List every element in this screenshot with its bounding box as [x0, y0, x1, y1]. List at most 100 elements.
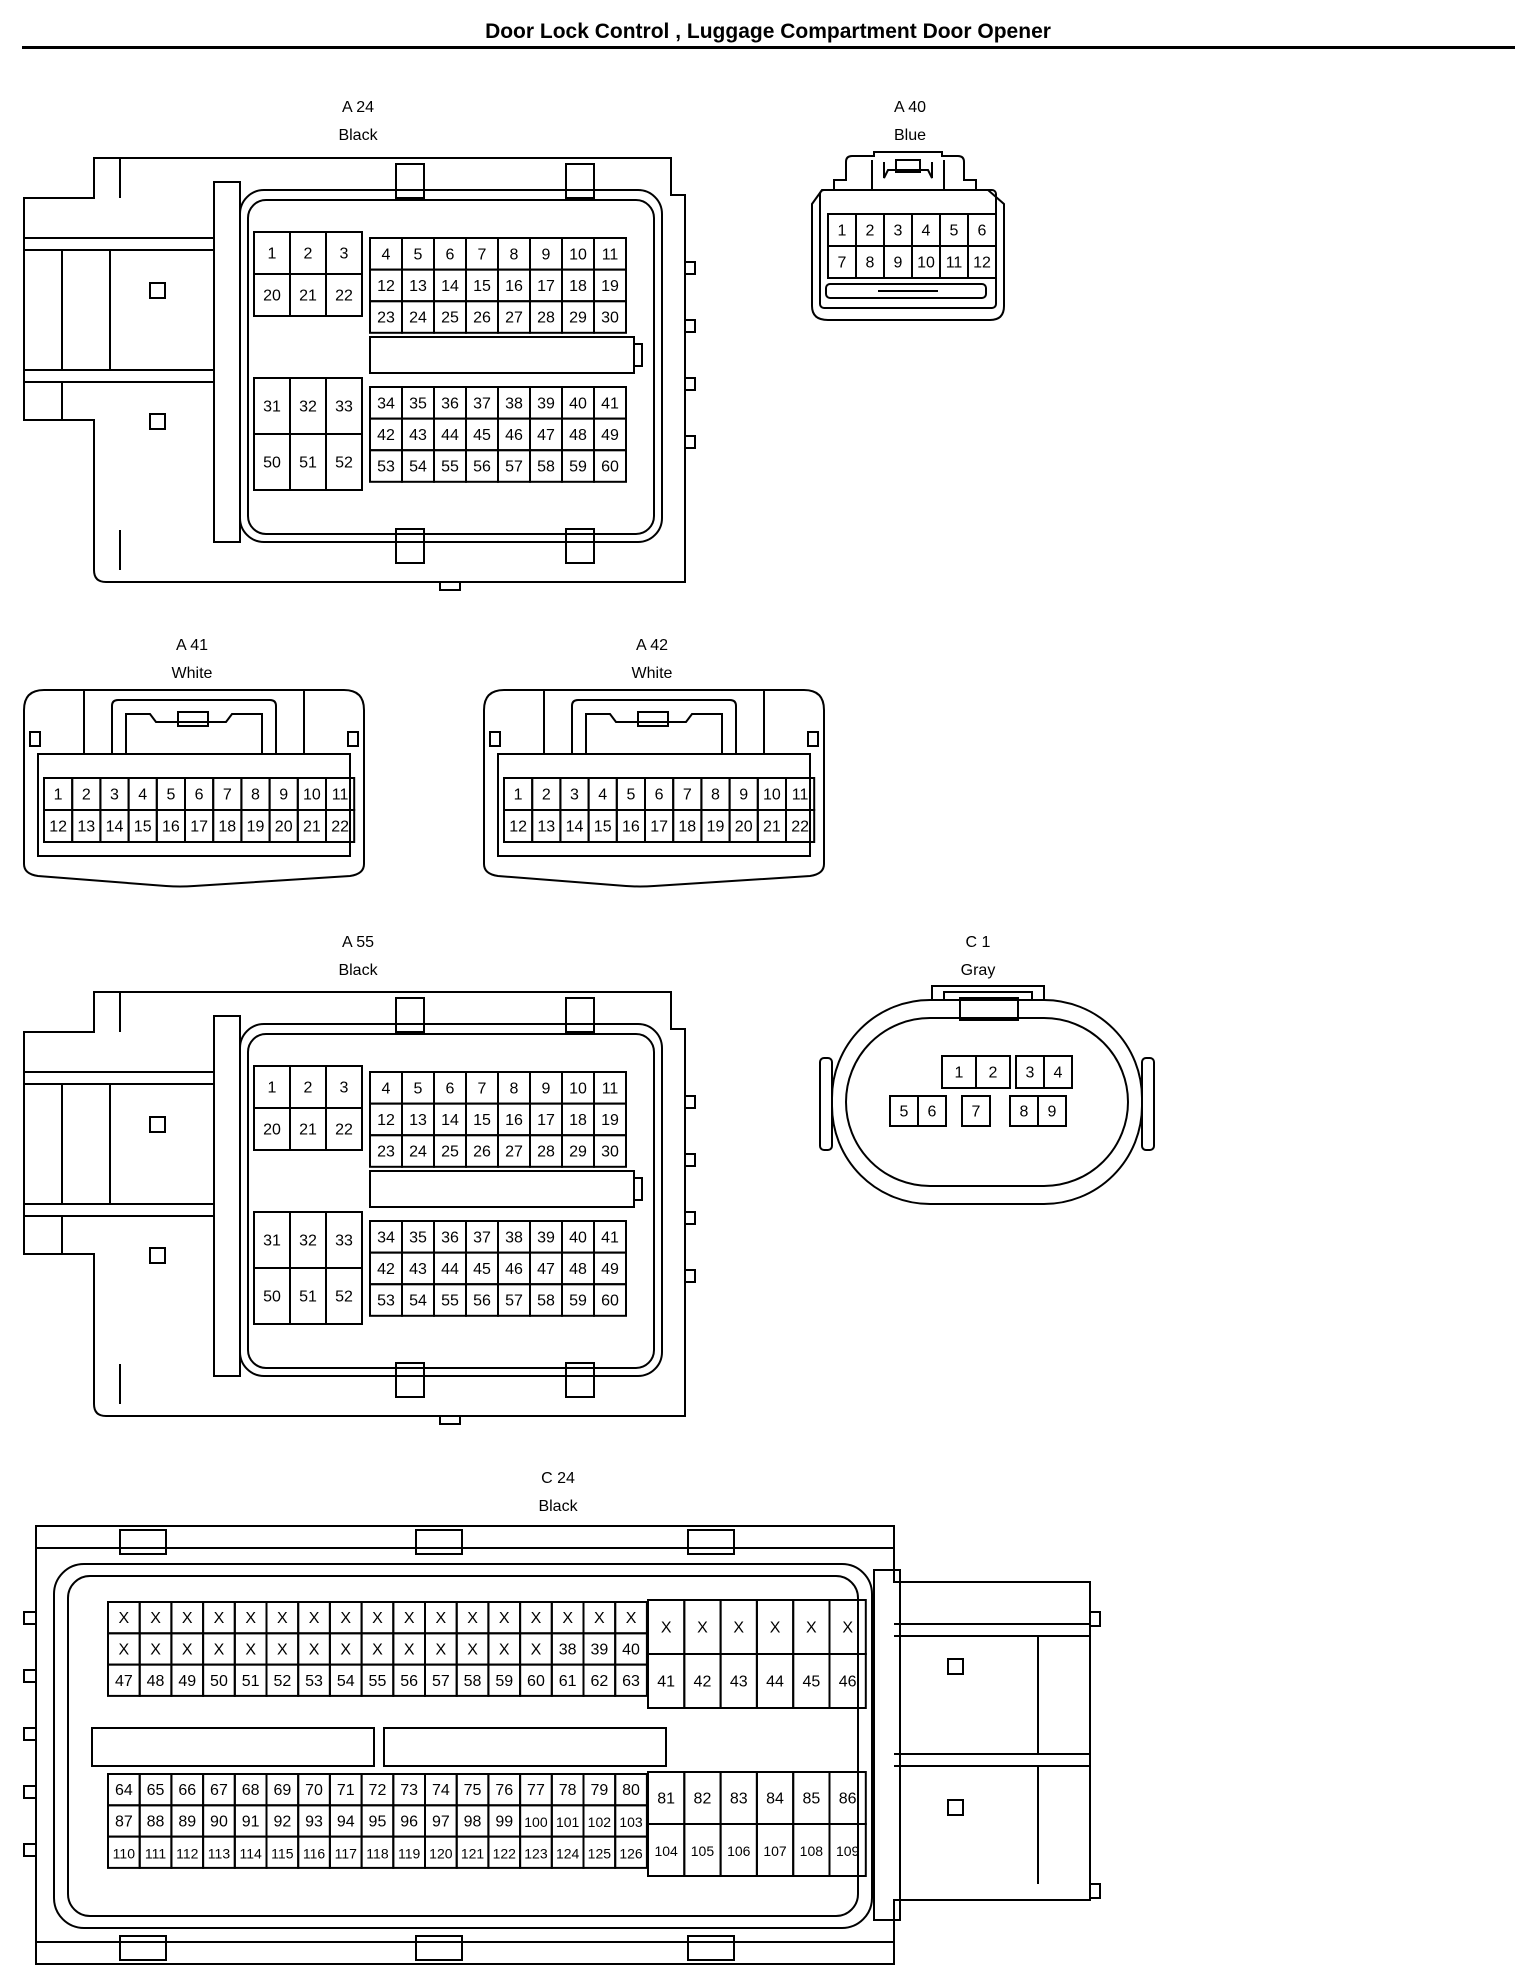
pin-cell: 3 [99, 777, 130, 811]
pin-cell: 112 [170, 1835, 205, 1869]
pin-cell: 56 [392, 1663, 426, 1697]
pin-label: 29 [569, 1144, 587, 1161]
pin-label: 42 [377, 427, 395, 444]
pin-label: 41 [601, 1229, 619, 1246]
pin-label: 53 [377, 1293, 395, 1310]
pin-label: 84 [766, 1791, 784, 1808]
connector-shell [23, 689, 365, 888]
pin-label: 25 [441, 310, 459, 327]
pin-cell: 55 [433, 449, 467, 483]
pin-label: 48 [569, 1261, 587, 1278]
pin-cell: 8 [855, 245, 885, 279]
pin-label: 47 [537, 1261, 555, 1278]
pin-cell: 92 [265, 1804, 300, 1838]
pin-cell: 110 [107, 1835, 141, 1869]
pin-cell: 8 [497, 1071, 531, 1105]
pin-cell: X [138, 1601, 173, 1635]
pin-cell: 21 [289, 273, 327, 317]
pin-label: 13 [409, 278, 427, 295]
pin-label: 43 [730, 1674, 748, 1691]
bottom-nub [439, 581, 461, 591]
pin-cell: X [360, 1601, 395, 1635]
pin-cell: 116 [297, 1835, 331, 1869]
pin-cell: 59 [561, 449, 595, 483]
pin-cell: 76 [487, 1773, 522, 1807]
pin-label: 5 [900, 1104, 909, 1121]
pin-box [593, 1134, 627, 1168]
pin-cell: 2 [289, 231, 327, 275]
pin-label: 19 [601, 278, 619, 295]
pin-label: 18 [569, 278, 587, 295]
pin-cell: 15 [465, 1102, 499, 1137]
pin-cell: 118 [360, 1835, 395, 1869]
pin-cell: 54 [401, 1283, 435, 1317]
pin-label: 3 [1026, 1065, 1035, 1082]
bottom-nub [439, 1415, 461, 1425]
pin-cell: 8 [497, 237, 531, 271]
pin-label: 124 [556, 1845, 580, 1861]
key-notch [634, 343, 643, 367]
bottom-tab [415, 1935, 463, 1961]
pin-label: 45 [802, 1674, 820, 1691]
pin-cell: 99 [487, 1804, 522, 1838]
pin-cell: 56 [465, 1283, 499, 1317]
pin-label: 46 [505, 427, 523, 444]
pin-cell: 17 [644, 809, 675, 843]
pin-label: 50 [263, 1289, 281, 1306]
pin-cell: 122 [487, 1835, 522, 1869]
pin-label: 32 [299, 399, 317, 416]
hood-inner [585, 713, 723, 754]
pin-cell: 46 [497, 1251, 531, 1286]
pin-label: 59 [569, 459, 587, 476]
pin-label: 50 [263, 455, 281, 472]
bottom-tab [395, 528, 425, 564]
pin-label: 21 [763, 819, 781, 836]
right-tab [684, 1269, 696, 1283]
pin-cell: 106 [719, 1823, 758, 1877]
pin-cell: 25 [433, 300, 467, 334]
pin-cell: 65 [138, 1773, 173, 1807]
pin-cell: X [107, 1632, 141, 1666]
latch-square [149, 413, 166, 430]
pin-cell: 57 [424, 1663, 458, 1697]
pin-cell: 47 [529, 417, 563, 452]
pin-label: 14 [441, 1112, 459, 1129]
pin-label: 56 [400, 1673, 418, 1690]
pin-cell: 53 [369, 1283, 403, 1317]
pin-label: 55 [441, 459, 459, 476]
pin-cell: 43 [401, 417, 435, 452]
pin-label: 117 [335, 1845, 358, 1861]
pin-cell: 18 [672, 809, 703, 843]
pin-cell: 102 [582, 1804, 617, 1838]
pin-cell: 49 [170, 1663, 205, 1697]
pin-label: 38 [505, 395, 523, 412]
connector-shell [831, 999, 1143, 1205]
connector-a41-label: A 41 White [92, 632, 292, 688]
connector-a42-id: A 42 [635, 637, 669, 654]
pin-cell: 29 [561, 300, 595, 334]
pin-label: 18 [218, 819, 236, 836]
pin-label: 91 [242, 1813, 260, 1830]
pin-cell: 45 [465, 417, 499, 452]
pin-cell: 50 [253, 1267, 291, 1325]
top-tab [565, 163, 595, 199]
pin-label: 1 [955, 1065, 964, 1082]
pin-cell: 10 [561, 1071, 595, 1105]
pin-label: 116 [303, 1845, 326, 1861]
pin-label: 58 [537, 1293, 555, 1310]
pin-label: 103 [619, 1814, 643, 1830]
pin-label: 49 [178, 1673, 196, 1690]
bottom-tab [119, 1935, 167, 1961]
pin-cell: 52 [325, 1267, 363, 1325]
pin-label: 80 [622, 1782, 640, 1799]
pin-label: 4 [382, 1080, 391, 1097]
connector-a55-color: Black [338, 962, 378, 979]
pin-cell: 7 [672, 777, 703, 811]
pin-label: 24 [409, 310, 427, 327]
pin-cell: 39 [529, 1220, 563, 1254]
pin-label: 42 [377, 1261, 395, 1278]
pin-label: 118 [366, 1845, 389, 1861]
inner-housing [53, 1563, 873, 1929]
pin-label: X [150, 1610, 161, 1627]
pin-label: 63 [622, 1673, 640, 1690]
